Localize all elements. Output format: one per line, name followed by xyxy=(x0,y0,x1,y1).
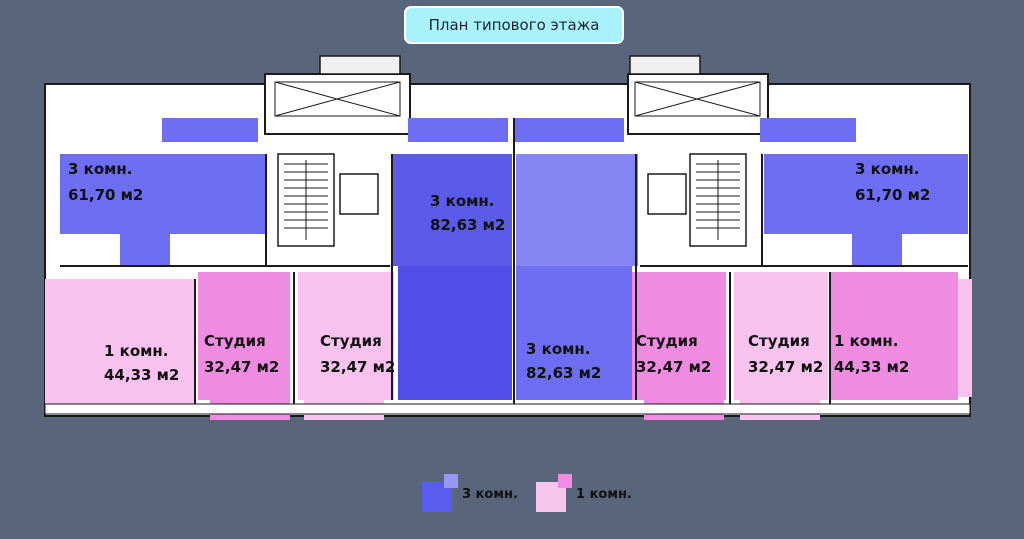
svg-text:44,33 м2: 44,33 м2 xyxy=(104,366,179,384)
svg-text:61,70 м2: 61,70 м2 xyxy=(855,186,930,204)
svg-text:61,70 м2: 61,70 м2 xyxy=(68,186,143,204)
vent-right xyxy=(629,55,701,75)
legend-item-one-room: 1 комн. xyxy=(536,474,632,514)
bath-3room-right xyxy=(852,230,902,266)
apartment-3room-center-right-lower xyxy=(516,266,632,400)
floor-slab xyxy=(44,403,971,415)
apartment-1room-left xyxy=(45,279,195,404)
apartment-3room-center-right xyxy=(516,154,638,266)
vent-left xyxy=(319,55,401,75)
balcony-top-right xyxy=(760,118,856,142)
stairs-right xyxy=(696,160,740,240)
apt-a3-area: 82,63 м2 xyxy=(526,364,601,382)
svg-text:3 комн.: 3 комн. xyxy=(855,160,919,178)
shaft-right xyxy=(634,81,761,117)
svg-text:3 комн.: 3 комн. xyxy=(68,160,132,178)
apt-a3-type: 3 комн. xyxy=(526,340,590,358)
svg-text:1 комн.: 1 комн. xyxy=(834,332,898,350)
apt-a8-type: Студия xyxy=(636,332,698,350)
svg-text:82,63 м2: 82,63 м2 xyxy=(430,216,505,234)
studio-4 xyxy=(734,272,828,400)
elevator-right xyxy=(647,173,687,215)
stairs-left xyxy=(284,160,328,240)
bath-3room-left xyxy=(120,230,170,266)
apartment-3room-center-left-lower xyxy=(398,266,512,400)
apt-a4-type: 3 комн. xyxy=(855,160,919,178)
svg-text:Студия: Студия xyxy=(748,332,810,350)
apartment-3room-center-left xyxy=(392,154,512,266)
elevator-left xyxy=(339,173,379,215)
annex-left xyxy=(264,73,411,135)
apt-a7-area: 32,47 м2 xyxy=(320,358,395,376)
svg-text:Студия: Студия xyxy=(636,332,698,350)
apt-a2-type: 3 комн. xyxy=(430,192,494,210)
balcony-top-center-left xyxy=(408,118,508,142)
apt-a10-type: 1 комн. xyxy=(834,332,898,350)
apartment-1room-right xyxy=(830,272,958,400)
svg-text:Студия: Студия xyxy=(320,332,382,350)
apt-a9-type: Студия xyxy=(748,332,810,350)
apartment-1room-right-ext xyxy=(958,279,972,397)
apt-a1-area: 61,70 м2 xyxy=(68,186,143,204)
studio-2 xyxy=(298,272,394,400)
balcony-top-left xyxy=(162,118,258,142)
svg-text:44,33 м2: 44,33 м2 xyxy=(834,358,909,376)
shaft-left xyxy=(274,81,401,117)
legend-swatch-three-room xyxy=(422,474,462,514)
apt-a8-area: 32,47 м2 xyxy=(636,358,711,376)
studio-1 xyxy=(198,272,290,400)
apt-a9-area: 32,47 м2 xyxy=(748,358,823,376)
legend-item-three-room: 3 комн. xyxy=(422,474,518,514)
svg-text:32,47 м2: 32,47 м2 xyxy=(636,358,711,376)
apt-a5-area: 44,33 м2 xyxy=(104,366,179,384)
apt-a7-type: Студия xyxy=(320,332,382,350)
svg-text:32,47 м2: 32,47 м2 xyxy=(748,358,823,376)
apartment-3room-right xyxy=(764,154,968,234)
apt-a6-area: 32,47 м2 xyxy=(204,358,279,376)
page-title: План типового этажа xyxy=(404,6,624,44)
legend-label-one-room: 1 комн. xyxy=(576,486,632,502)
interior-walls xyxy=(60,118,968,404)
apartment-3room-left xyxy=(60,154,266,234)
apt-a10-area: 44,33 м2 xyxy=(834,358,909,376)
svg-text:3 комн.: 3 комн. xyxy=(526,340,590,358)
apt-a1-type: 3 комн. xyxy=(68,160,132,178)
studio-3 xyxy=(632,272,726,400)
annex-right xyxy=(627,73,769,135)
svg-text:3 комн.: 3 комн. xyxy=(430,192,494,210)
legend-label-three-room: 3 комн. xyxy=(462,486,518,502)
apt-a2-area: 82,63 м2 xyxy=(430,216,505,234)
apt-a4-area: 61,70 м2 xyxy=(855,186,930,204)
svg-text:32,47 м2: 32,47 м2 xyxy=(320,358,395,376)
svg-text:Студия: Студия xyxy=(204,332,266,350)
svg-text:1 комн.: 1 комн. xyxy=(104,342,168,360)
svg-text:82,63 м2: 82,63 м2 xyxy=(526,364,601,382)
svg-text:32,47 м2: 32,47 м2 xyxy=(204,358,279,376)
floor-plan: 3 комн. 61,70 м2 3 комн. 82,63 м2 3 комн… xyxy=(44,55,972,420)
apt-a5-type: 1 комн. xyxy=(104,342,168,360)
balcony-top-center-right xyxy=(514,118,624,142)
apt-a6-type: Студия xyxy=(204,332,266,350)
legend-swatch-one-room xyxy=(536,474,576,514)
